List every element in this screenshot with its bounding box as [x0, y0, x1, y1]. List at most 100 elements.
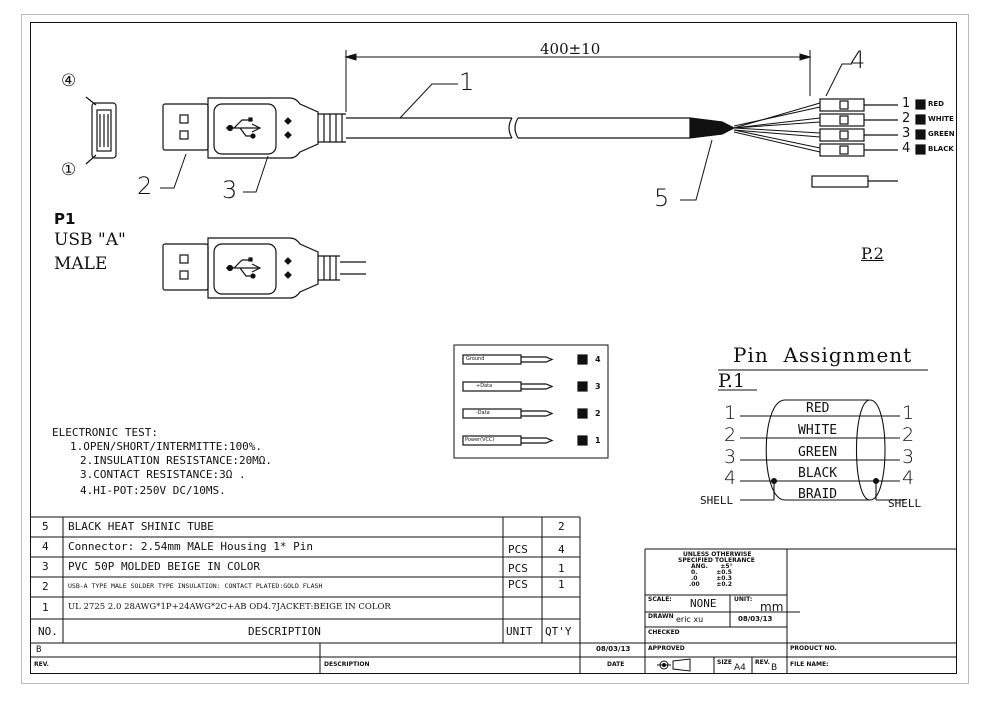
bom-no-2: 2: [42, 580, 49, 593]
wire-name-2: WHITE: [798, 423, 838, 438]
bom-unit-3: PCS: [508, 562, 528, 575]
bom-unit-2: PCS: [508, 578, 528, 591]
housing-pin-num-2: 2: [595, 409, 601, 418]
wire-fan: [733, 102, 821, 153]
tolerance-line-5: .0 ±0.3: [691, 575, 732, 582]
rev-value: B: [36, 645, 42, 655]
wire-end-num-1: 1: [902, 96, 911, 111]
housing-pin-num-1: 1: [595, 436, 601, 445]
pin-right-2: 2: [902, 424, 915, 446]
title-rev-value: B: [771, 663, 778, 673]
size-value: A4: [734, 663, 746, 673]
housing-pin-box: [453, 344, 609, 459]
tolerance-line-3: ANG. ±5°: [691, 563, 733, 570]
unit-label: UNIT:: [734, 596, 753, 603]
bom-no-1: 1: [42, 601, 49, 614]
pin-right-4: 4: [902, 467, 915, 489]
file-name-label: FILE NAME:: [790, 661, 829, 668]
checked-label: CHECKED: [648, 629, 680, 636]
callout-leaders: [160, 63, 852, 201]
p1-connector-gender: MALE: [54, 254, 108, 274]
pin-assignment-title: Pin Assignment: [733, 343, 913, 367]
wire-end-label-2: WHITE: [928, 115, 954, 123]
wire-end-label-1: RED: [928, 100, 944, 108]
tolerance-line-4: 0. ±0.5: [691, 569, 732, 576]
callout-3: 3: [222, 176, 238, 204]
bom-desc-5: BLACK HEAT SHINIC TUBE: [68, 520, 214, 533]
wire-name-4: BLACK: [798, 466, 838, 481]
bom-table-grid: [30, 516, 957, 674]
bom-qty-2: 1: [558, 578, 565, 591]
wire-name-braid: BRAID: [798, 487, 838, 502]
bom-no-3: 3: [42, 560, 49, 573]
bom-qty-5: 2: [558, 520, 565, 533]
p1-title: P1: [54, 210, 76, 228]
pin-left-2: 2: [724, 424, 737, 446]
pin-left-3: 3: [724, 446, 737, 468]
page-ref-p2: P.2: [861, 244, 884, 263]
housing-pin-label-1: Power(VCC): [465, 437, 495, 443]
housing-pin-label-2: -Data: [476, 410, 490, 416]
electronic-test-item-3: 3.CONTACT RESISTANCE:3Ω .: [80, 468, 246, 481]
drawn-label: DRAWN: [648, 613, 674, 620]
approved-label: APPROVED: [648, 645, 685, 652]
header-pins: [811, 98, 926, 188]
wire-name-3: GREEN: [798, 445, 838, 460]
wire-end-label-4: BLACK: [928, 145, 954, 153]
outer-frame: [21, 14, 969, 684]
callout-5: 5: [654, 184, 670, 212]
cable-jacket: [346, 117, 736, 139]
bom-qty-4: 4: [558, 543, 565, 556]
wire-end-num-3: 3: [902, 126, 911, 141]
wire-end-num-2: 2: [902, 111, 911, 126]
callout-1: 1: [459, 68, 475, 96]
shell-right: SHELL: [888, 497, 922, 510]
pin-left-4: 4: [724, 467, 737, 489]
bom-desc-3: PVC 50P MOLDED BEIGE IN COLOR: [68, 560, 261, 573]
pin-right-3: 3: [902, 446, 915, 468]
tolerance-line-6: .00 ±0.2: [689, 581, 732, 588]
callout-4: 4: [850, 46, 866, 74]
electronic-test-heading: ELECTRONIC TEST:: [52, 426, 158, 439]
electronic-test-item-1: 1.OPEN/SHORT/INTERMITTE:100%.: [70, 440, 263, 453]
rev-date-label: DATE: [607, 661, 625, 668]
pin-assignment-page: P.1: [718, 370, 746, 392]
p1-connector-type: USB "A": [54, 230, 126, 250]
unit-value: mm: [760, 600, 784, 614]
connector-pin-4-marker: ④: [61, 71, 77, 91]
product-no-label: PRODUCT NO.: [790, 645, 837, 652]
tolerance-line-2: SPECIFIED TOLERANCE: [678, 557, 755, 564]
bom-header-desc: DESCRIPTION: [248, 625, 321, 638]
connector-pin-1-marker: ①: [61, 160, 77, 180]
drawing-border: [30, 22, 957, 674]
electronic-test-item-4: 4.HI-POT:250V DC/10MS.: [80, 484, 226, 497]
title-rev-label: REV.: [755, 659, 770, 666]
bom-desc-1: UL 2725 2.0 28AWG*1P+24AWG*2C+AB OD4.7JA…: [68, 602, 391, 612]
bom-no-5: 5: [42, 520, 49, 533]
wire-end-label-3: GREEN: [928, 130, 955, 138]
usb-plug-bottom: [162, 237, 366, 299]
usb-plug-top: [162, 97, 346, 159]
dimension-label: 400±10: [540, 40, 601, 58]
housing-pin-label-3: +Data: [476, 383, 493, 389]
rev-label: REV.: [34, 661, 49, 668]
housing-pin-num-3: 3: [595, 382, 601, 391]
housing-pin-num-4: 4: [595, 355, 601, 364]
bom-header-qty: QT'Y: [545, 625, 572, 638]
usb-face-icon: [85, 96, 117, 165]
pin-right-1: 1: [902, 402, 915, 424]
bom-no-4: 4: [42, 540, 49, 553]
wire-end-num-4: 4: [902, 141, 911, 156]
title-block-grid: [645, 548, 957, 674]
drawn-value: eric xu: [676, 615, 704, 624]
dimension-line: [344, 50, 812, 112]
shell-left: SHELL: [700, 494, 734, 507]
wire-name-1: RED: [806, 401, 830, 416]
scale-value: NONE: [690, 597, 717, 610]
pin-left-1: 1: [724, 402, 737, 424]
drawn-date: 08/03/13: [738, 615, 773, 623]
tolerance-line-1: UNLESS OTHERWISE: [683, 551, 752, 558]
bom-desc-4: Connector: 2.54mm MALE Housing 1* Pin: [68, 540, 314, 553]
bom-qty-3: 1: [558, 562, 565, 575]
